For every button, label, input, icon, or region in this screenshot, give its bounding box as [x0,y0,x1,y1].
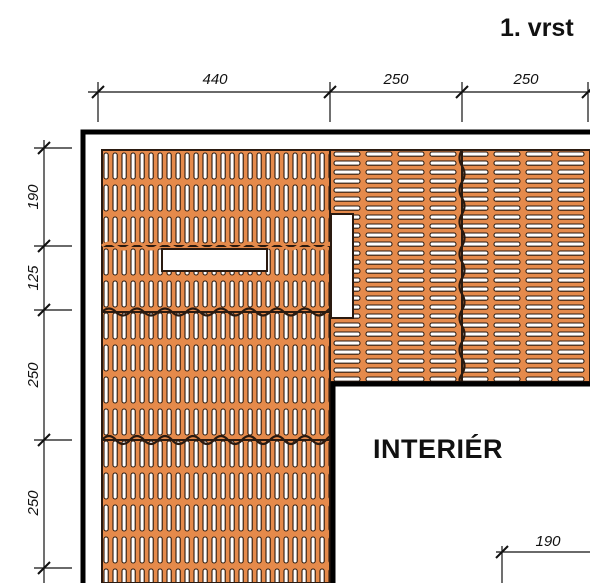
dim-top-3: 250 [512,71,539,88]
dim-left-4: 250 [25,490,42,517]
room-label: INTERIÉR [373,434,504,464]
dimension-line-top [88,82,590,122]
dimension-line-inner [495,545,590,583]
opening-horizontal [161,248,268,272]
opening-vertical [330,213,354,319]
dim-left-3: 250 [25,362,42,389]
masonry-block-left-3 [101,311,331,441]
wall-outline [80,129,590,583]
masonry-block-top-left [101,149,331,247]
wall-outline-white-gap-top [86,135,590,149]
drawing-title: 1. vrst [500,14,574,42]
block-joints [101,149,466,446]
dim-inner: 190 [535,533,561,550]
masonry-block-left-4 [101,439,331,583]
dim-left-1: 190 [25,184,42,210]
dim-top-2: 250 [382,71,409,88]
masonry-block-top-2 [461,149,590,383]
dim-left-2: 125 [25,265,42,291]
interior-space [333,384,590,583]
wall-outline-white-gap-left [86,135,101,583]
dim-top-1: 440 [202,71,228,88]
dimension-line-left [34,140,72,583]
